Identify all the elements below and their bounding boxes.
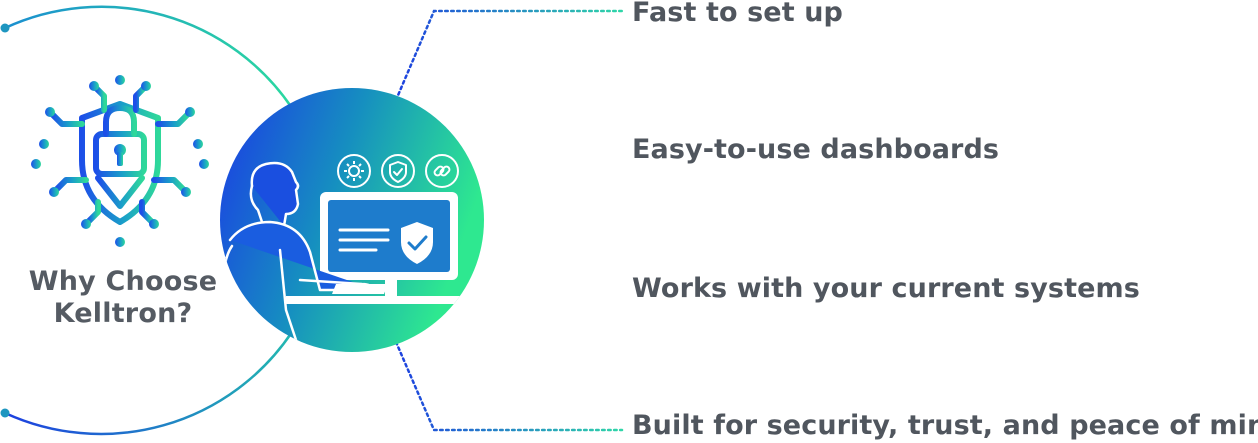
person-at-computer-illustration: [220, 161, 378, 352]
monitor-icons: [337, 154, 459, 188]
connector-3: [394, 340, 624, 432]
feature-dashboards: Easy-to-use dashboards: [632, 134, 1000, 165]
logo-nodes: [31, 75, 209, 247]
diagram-title: Why Choose Kelltron?: [18, 266, 228, 330]
arc-end-dot-top: [0, 23, 10, 33]
connector-0: [394, 9, 624, 102]
logo-inner-shield: [95, 175, 145, 209]
arc-end-dot-bottom: [0, 408, 10, 418]
shield-lock-circuit-icon: [37, 79, 203, 243]
desk: [286, 296, 484, 304]
feature-integration: Works with your current systems: [632, 273, 1140, 304]
connector-lines: [394, 9, 624, 432]
feature-security: Built for security, trust, and peace of …: [632, 410, 1258, 441]
keyboard: [332, 284, 388, 294]
title-line-2: Kelltron?: [53, 298, 193, 329]
link-icon: [425, 154, 459, 188]
shield-check-icon: [381, 154, 415, 188]
outer-arc-top: [4, 5, 294, 109]
shield-glyph: [389, 161, 407, 183]
link-glyph: [433, 165, 451, 177]
central-illustration: [220, 88, 484, 352]
gear-glyph: [344, 161, 364, 181]
outer-arc-bottom: [4, 331, 294, 436]
screen-shield-check-icon: [401, 222, 433, 264]
feature-fast-setup: Fast to set up: [632, 0, 843, 28]
title-line-1: Why Choose: [28, 266, 218, 297]
screen-text-lines: [338, 228, 390, 252]
gear-icon: [337, 154, 371, 188]
